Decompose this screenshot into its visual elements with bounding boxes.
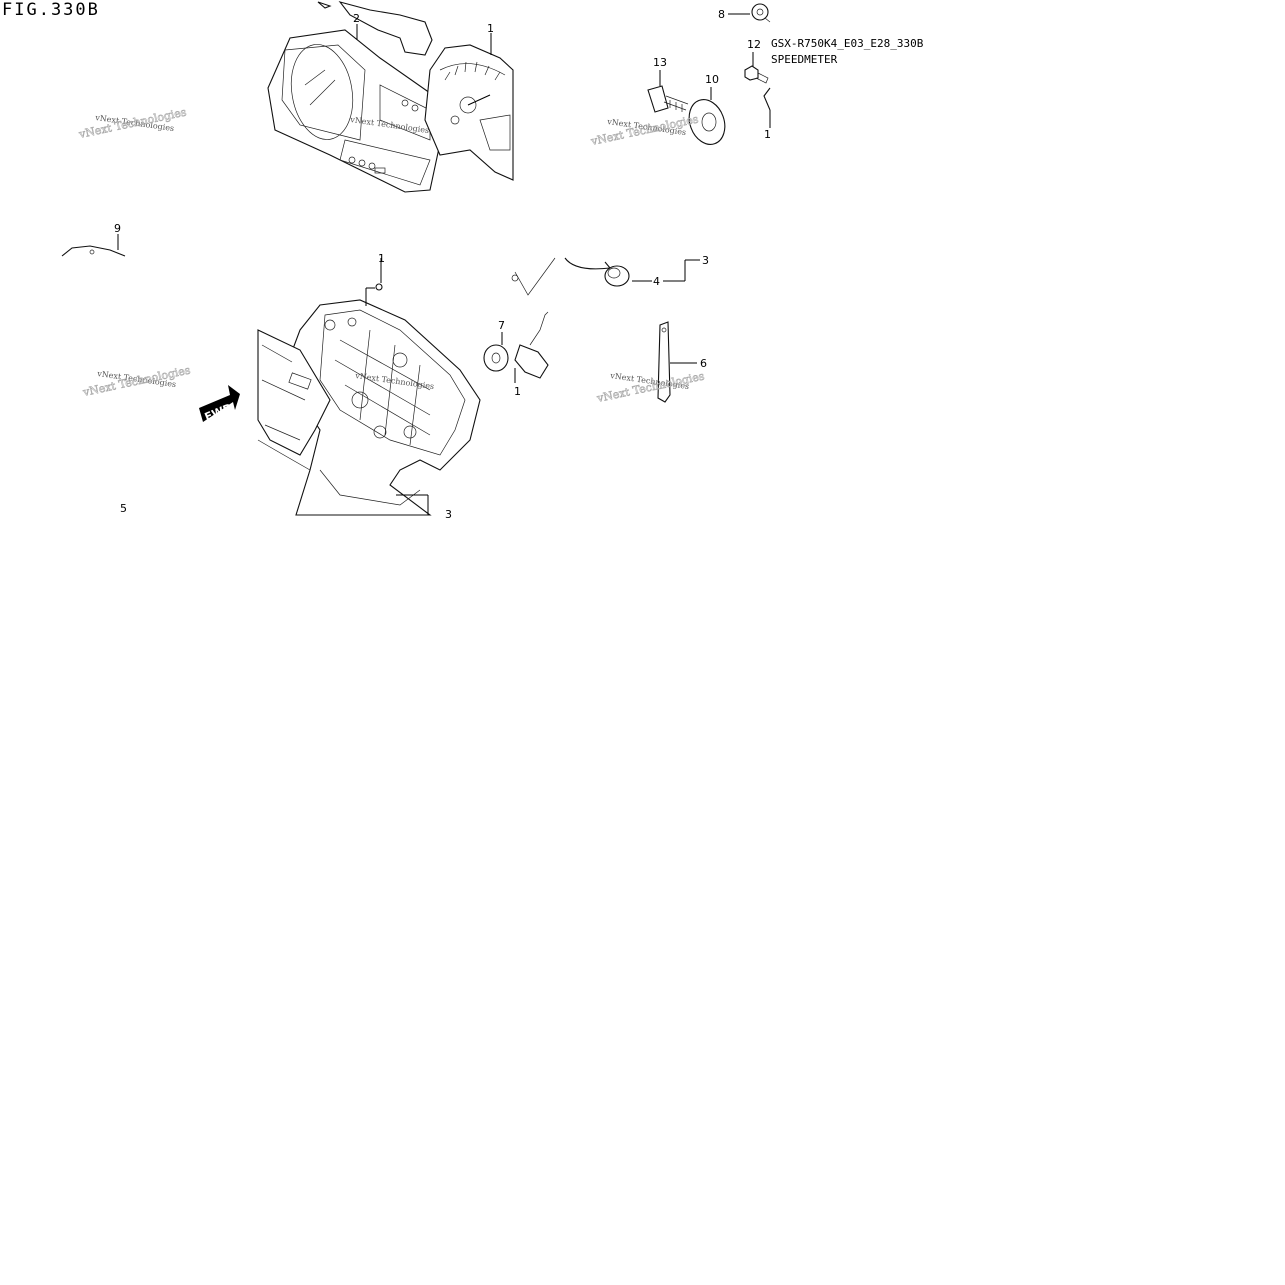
meter-case-assembly xyxy=(257,258,481,516)
damper-part-4 xyxy=(511,257,700,296)
bolt-part-12 xyxy=(744,52,769,84)
callout-1: 1 xyxy=(487,22,494,35)
bolt-part-13 xyxy=(647,70,689,113)
bracket-part-6 xyxy=(657,321,697,403)
callout-1-right: 1 xyxy=(764,128,771,141)
callout-4: 4 xyxy=(653,275,660,288)
model-code: GSX-R750K4_E03_E28_330B xyxy=(771,37,924,50)
figure-title: FIG.330B xyxy=(2,0,100,20)
callout-6: 6 xyxy=(700,357,707,370)
callout-3-bottom: 3 xyxy=(445,508,452,521)
callout-1-top: 1 xyxy=(378,252,385,265)
fwd-arrow: FWD xyxy=(199,385,240,424)
callout-2: 2 xyxy=(353,12,360,25)
partial-part-right xyxy=(763,87,771,128)
fwd-label: FWD xyxy=(203,401,235,424)
grommet-part-10 xyxy=(688,87,726,145)
callout-labels: 2 1 8 12 13 10 1 9 3 4 1 7 6 1 5 3 xyxy=(114,8,771,521)
sensor-part-7-11 xyxy=(483,311,549,383)
callout-12: 12 xyxy=(747,38,761,51)
callout-7: 7 xyxy=(498,319,505,332)
callout-11: 1 xyxy=(514,385,521,398)
callout-9: 9 xyxy=(114,222,121,235)
callout-10: 10 xyxy=(705,73,719,86)
screw-part-8 xyxy=(728,3,771,23)
callout-8: 8 xyxy=(718,8,725,21)
callout-5: 5 xyxy=(120,502,127,515)
callout-13: 13 xyxy=(653,56,667,69)
callout-3: 3 xyxy=(702,254,709,267)
speedometer-assembly-part-1 xyxy=(424,33,514,181)
bracket-part-9 xyxy=(61,234,126,257)
meter-cover-part-2 xyxy=(267,1,446,193)
section-title: SPEEDMETER xyxy=(771,53,838,66)
